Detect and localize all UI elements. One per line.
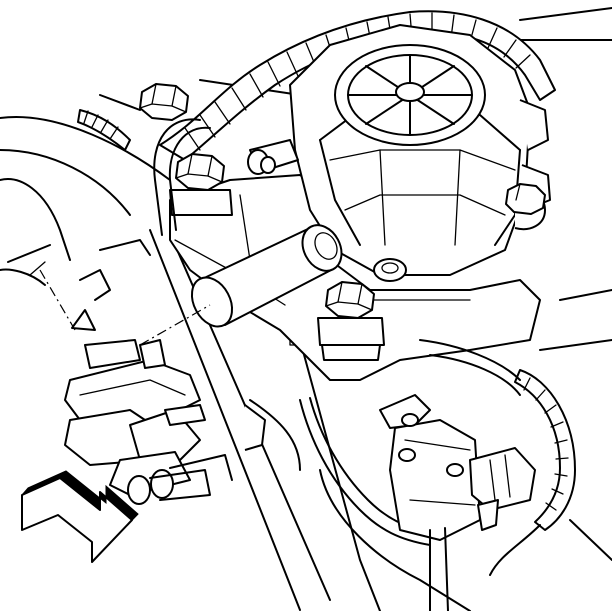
engine-block-outline (0, 7, 612, 611)
front-of-vehicle-arrow-icon (21, 470, 139, 563)
left-bracket-assembly (64, 309, 266, 505)
sensor-cylinder (190, 224, 343, 328)
alignment-centerline (39, 269, 76, 331)
mounting-bolt-top-left (139, 83, 189, 121)
wiring-lead-bottom (429, 524, 541, 611)
mounting-bolt-left (169, 153, 233, 216)
hose-fitting-top (247, 139, 299, 175)
mounting-bolt-center (317, 281, 385, 361)
mounting-bolt-right (505, 183, 546, 215)
left-air-duct (0, 178, 71, 286)
nut-small-center (373, 258, 407, 282)
electrical-connector (379, 394, 536, 541)
vacuum-canister (289, 24, 551, 276)
